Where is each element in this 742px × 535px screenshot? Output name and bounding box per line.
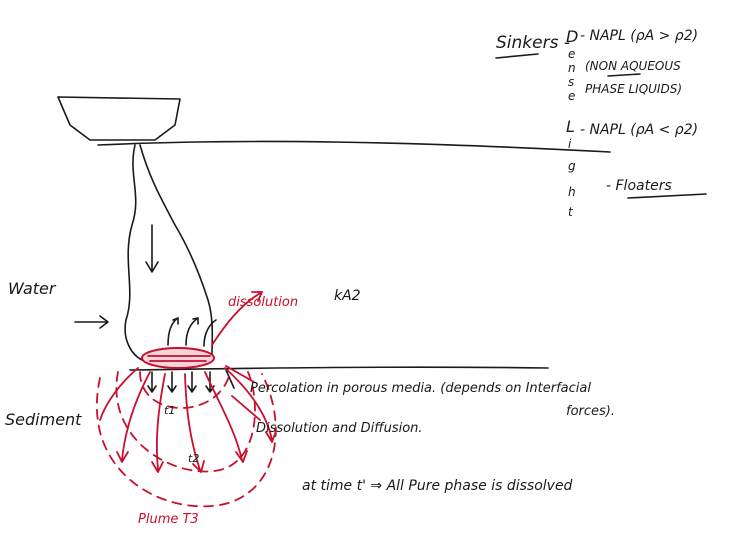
dissolution-red-arrow (211, 291, 263, 346)
floaters-underline (627, 193, 707, 199)
plume-t3-label: Plume T3 (138, 512, 199, 527)
percolation-arrow-3 (187, 371, 197, 393)
plume-arrow-4 (204, 371, 248, 463)
percolation-arrow-5 (225, 369, 235, 389)
light-letter-l: L (566, 117, 575, 136)
dnapl-text: - NAPL (ρA > ρ2) (580, 28, 698, 44)
dense-letter-e2: e (568, 89, 575, 103)
dissolution-arrow-2 (185, 317, 199, 346)
boat-hull (57, 96, 181, 141)
percolation-pointer (225, 365, 255, 383)
percolation-note: Percolation in porous media. (depends on… (250, 381, 591, 396)
floaters-text: - Floaters (606, 178, 672, 194)
sink-arrow (145, 224, 159, 273)
diffusion-pointer (231, 395, 261, 421)
spill-line-right (139, 144, 214, 357)
plume-contour-t1 (139, 371, 231, 409)
percolation-note-cont: forces). (566, 404, 615, 419)
water-label: Water (8, 279, 57, 298)
aqueous-underline (607, 73, 641, 77)
napl-pool-hatch (147, 355, 211, 362)
plume-contour-t2 (115, 371, 256, 473)
lnapl-text: - NAPL (ρA < ρ2) (580, 122, 698, 138)
water-surface-line (97, 140, 611, 153)
at-time-note: at time t' ⇒ All Pure phase is dissolved (302, 478, 573, 494)
dnapl-nonaqueous: (NON AQUEOUS (585, 59, 681, 73)
light-letter-t: t (568, 205, 574, 219)
plume-arrow-2 (151, 373, 166, 473)
dnapl-phase-liquids: PHASE LIQUIDS) (585, 82, 682, 96)
sediment-label: Sediment (5, 410, 82, 429)
dense-letter-s: s (568, 75, 574, 89)
percolation-arrow-2 (167, 371, 177, 393)
spill-line-left (124, 144, 143, 361)
sinkers-underline (495, 53, 539, 59)
dense-letter-d: D (566, 27, 578, 46)
water-flow-arrow (74, 315, 109, 329)
plume-arrow-6 (99, 367, 139, 421)
dissolution-label: dissolution (228, 295, 298, 310)
dense-letter-e1: e (568, 47, 575, 61)
plume-contour-t3 (96, 373, 277, 508)
light-letter-i: i (568, 137, 572, 151)
light-letter-h: h (568, 185, 576, 199)
t2-label: t2 (188, 452, 199, 465)
dissolution-arrow-1 (167, 317, 179, 346)
sediment-surface-line (129, 366, 549, 371)
dissolution-diffusion-note: Dissolution and Diffusion. (256, 421, 423, 436)
napl-pool (141, 347, 215, 369)
plume-arrow-5 (224, 367, 277, 443)
percolation-arrow-1 (147, 371, 157, 393)
k-a2-label: kA2 (334, 288, 361, 304)
t1-label: t1 (164, 404, 175, 417)
sinkers-label: Sinkers - (496, 33, 570, 53)
dissolution-arrow-3 (203, 319, 217, 347)
dense-letter-n: n (568, 61, 576, 75)
light-letter-g: g (568, 159, 576, 173)
plume-arrow-1 (116, 371, 151, 463)
